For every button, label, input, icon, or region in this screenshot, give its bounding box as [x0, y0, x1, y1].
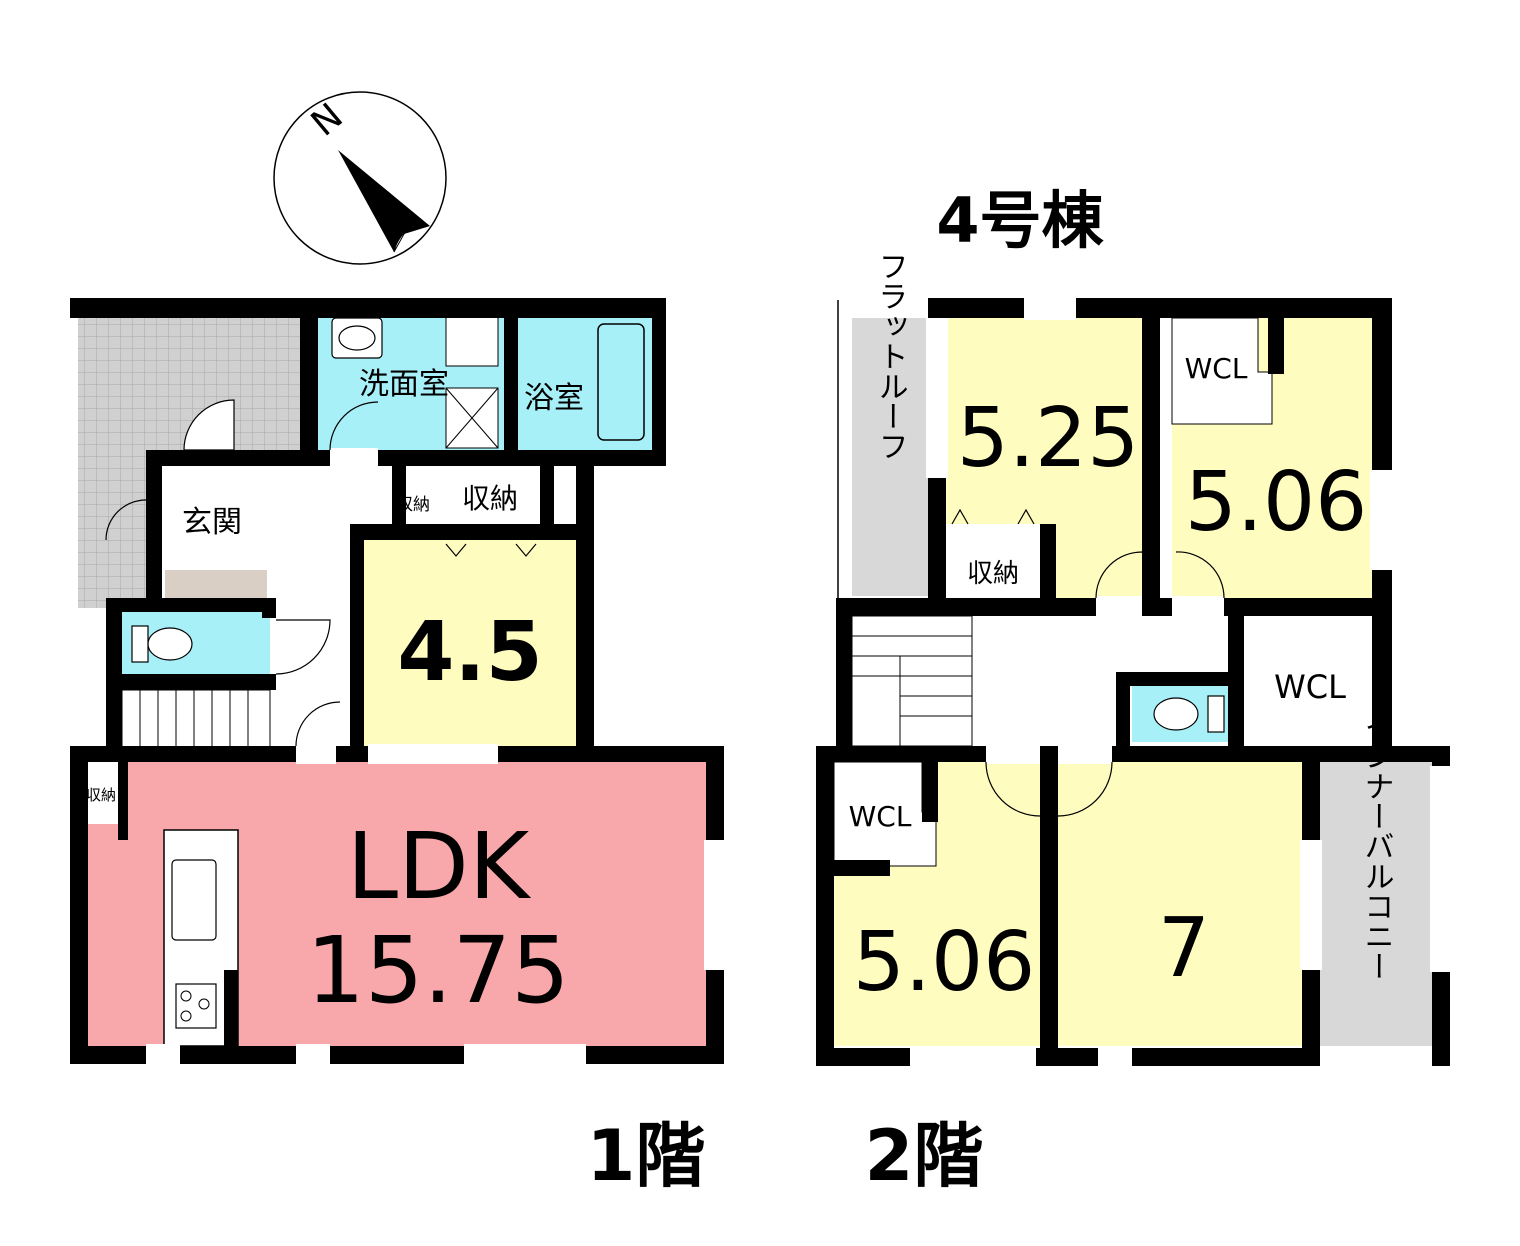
bedroom-a-size: 5.25 [957, 391, 1140, 486]
compass-arrow-icon [338, 150, 430, 252]
wcl-c-label: WCL [1274, 668, 1346, 706]
floor2-plan: フラットルーフ 5.25 収納 WCL 5.06 WCL WCL 5.06 7 … [816, 251, 1452, 1068]
ldk-size: 15.75 [306, 917, 569, 1024]
flat-roof-area [852, 318, 928, 596]
floor2-label: 2階 [865, 1115, 984, 1197]
bedroom-d-size: 7 [1158, 901, 1210, 996]
building-title: 4号棟 [936, 184, 1104, 257]
f1-storage-small-b-label: 収納 [86, 786, 116, 804]
f1-storage-main-label: 収納 [462, 482, 518, 515]
ldk-name: LDK [347, 813, 532, 920]
bedroom-c-size: 5.06 [853, 915, 1036, 1010]
floor1-label: 1階 [587, 1115, 706, 1197]
wcl-a-label: WCL [1185, 352, 1248, 385]
inner-balcony-label: インナーバルコニー [1359, 711, 1394, 981]
room-4-5-area [360, 540, 578, 750]
compass: N [273, 91, 447, 265]
washroom-label: 洗面室 [359, 367, 449, 402]
inner-balcony-area [1320, 762, 1432, 1046]
floor1-plan: 洗面室 浴室 玄関 収納 収納 収納 4.5 LDK 15.75 [70, 298, 726, 1066]
f2-storage-label: 収納 [967, 559, 1019, 589]
wcl-b-label: WCL [849, 800, 912, 833]
f1-storage-small-a-label: 収納 [396, 495, 430, 515]
wcl-c-area [1244, 616, 1374, 746]
bedroom-d-area [1058, 762, 1302, 1046]
entrance-step [165, 570, 267, 598]
bedroom-b-size: 5.06 [1185, 455, 1368, 550]
flat-roof-label: フラットルーフ [873, 251, 908, 461]
f2-storage [946, 524, 1040, 598]
f1-storage-main [432, 470, 540, 524]
f1-storage-small-b [88, 760, 118, 824]
room-4-5-size: 4.5 [397, 605, 542, 700]
entrance-label: 玄関 [182, 505, 242, 540]
f1-corridor [262, 465, 350, 755]
bath-label: 浴室 [524, 381, 584, 416]
